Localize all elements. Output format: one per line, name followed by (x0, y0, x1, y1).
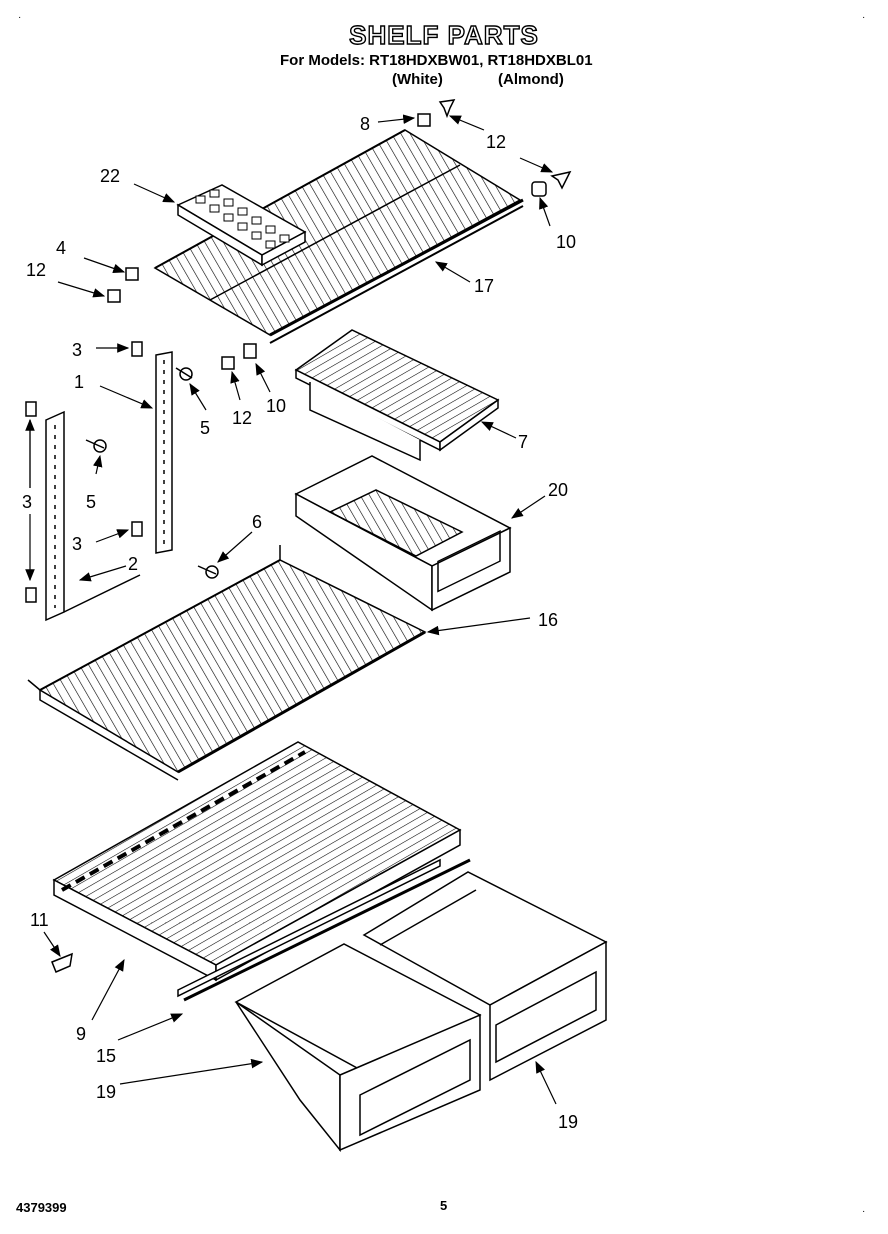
callout-3-top: 3 (72, 340, 82, 360)
page-number: 5 (440, 1198, 448, 1213)
corner-mark-top-left: · (18, 12, 22, 23)
shelf-support-rail-center (131, 341, 173, 554)
crisper-drawer-right (362, 871, 608, 1082)
callout-8: 8 (360, 114, 370, 134)
crisper-pan (294, 455, 512, 612)
callout-4: 4 (56, 238, 66, 258)
fresh-food-wire-shelf (27, 545, 427, 781)
callout-12-center: 12 (232, 408, 252, 428)
callout-10-center: 10 (266, 396, 286, 416)
screws (85, 367, 219, 579)
callout-16: 16 (538, 610, 558, 630)
callout-22: 22 (100, 166, 120, 186)
callout-10-top: 10 (556, 232, 576, 252)
color-white-label: (White) (392, 71, 443, 88)
freezer-wire-shelf (153, 129, 524, 344)
callout-19-right: 19 (558, 1112, 578, 1132)
meat-keeper-shelf (294, 329, 500, 462)
callout-17: 17 (474, 276, 494, 296)
models-line: For Models: RT18HDXBW01, RT18HDXBL01 (280, 52, 593, 69)
callout-1: 1 (74, 372, 84, 392)
callout-3-left: 3 (22, 492, 32, 512)
callout-3-bottom: 3 (72, 534, 82, 554)
page-title: SHELF PARTS (348, 19, 539, 50)
callout-7: 7 (518, 432, 528, 452)
callout-12-top: 12 (486, 132, 506, 152)
callout-6: 6 (252, 512, 262, 532)
callout-2: 2 (128, 554, 138, 574)
crisper-cover (52, 741, 471, 1002)
clip-11 (51, 952, 73, 973)
callout-9: 9 (76, 1024, 86, 1044)
shelf-clips-top (107, 99, 572, 370)
color-almond-label: (Almond) (498, 71, 564, 88)
corner-mark-top-right: · (862, 12, 866, 23)
callout-5-left: 5 (86, 492, 96, 512)
shelf-support-rail-left (25, 401, 141, 622)
crisper-drawer-left (234, 943, 482, 1153)
ice-cube-tray (176, 184, 307, 267)
callout-19-left: 19 (96, 1082, 116, 1102)
part-number: 4379399 (16, 1200, 67, 1215)
callout-11: 11 (30, 910, 49, 930)
callout-20: 20 (548, 480, 568, 500)
callout-15: 15 (96, 1046, 116, 1066)
callout-5-center: 5 (200, 418, 210, 438)
leader-lines (43, 114, 557, 1105)
corner-mark-bottom-right: · (862, 1206, 866, 1217)
callout-12-left: 12 (26, 260, 46, 280)
